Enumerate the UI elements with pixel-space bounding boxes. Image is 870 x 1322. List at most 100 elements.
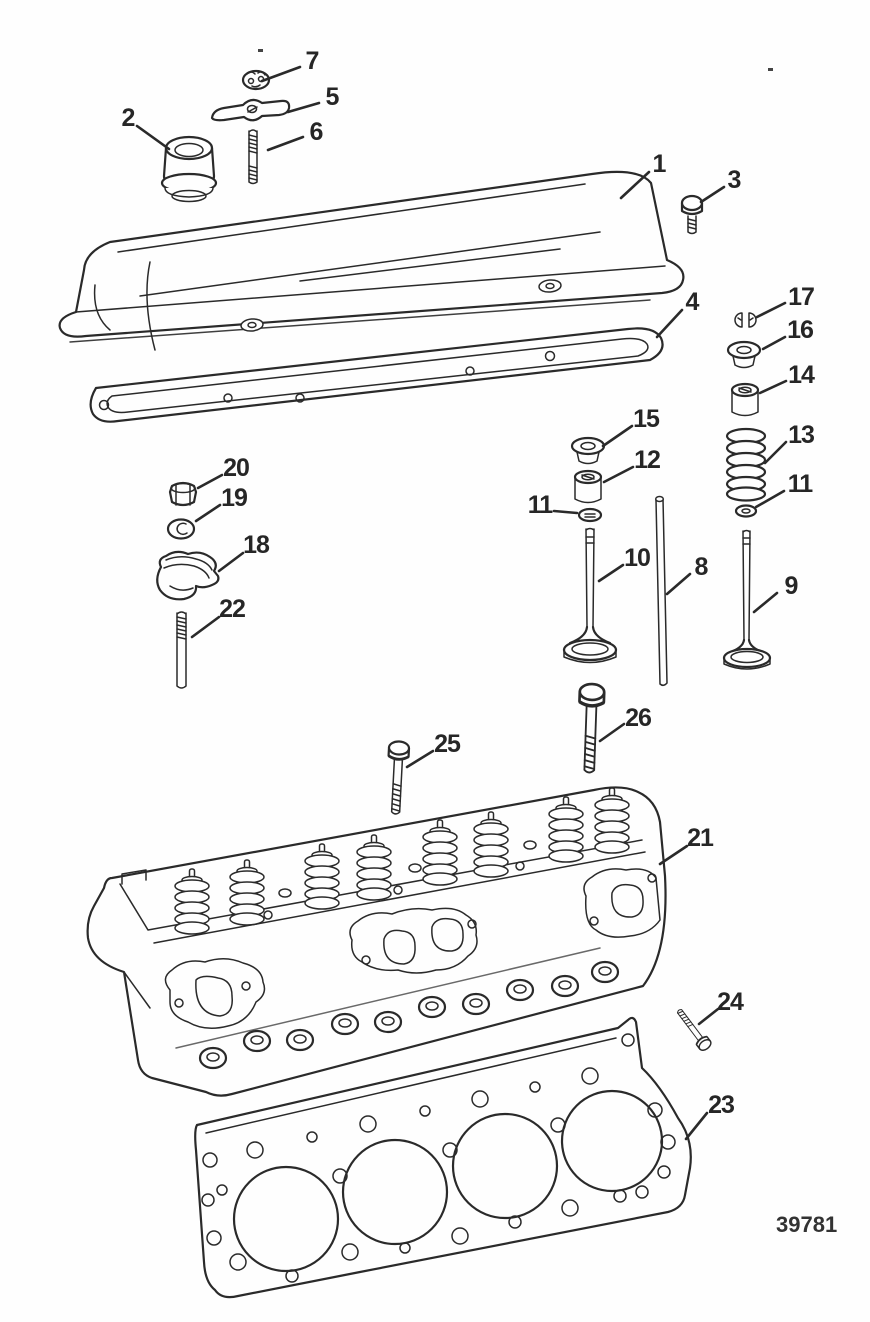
part-1-valve-cover (58, 170, 685, 351)
callout-16-leader (761, 335, 787, 351)
part-15-spring-retainer (570, 436, 606, 465)
callout-1-leader (619, 170, 651, 200)
callout-12: 12 (602, 446, 661, 484)
callout-17: 17 (755, 283, 815, 319)
callout-11-leader (754, 489, 786, 509)
callout-20-label: 20 (223, 454, 249, 482)
callout-21-leader (658, 844, 689, 866)
callout-6-label: 6 (310, 118, 323, 146)
callout-6: 6 (266, 118, 324, 152)
callout-10-label: 10 (624, 544, 650, 572)
callout-3: 3 (699, 166, 742, 204)
print-mark (258, 49, 263, 52)
part-8-push-rod (654, 495, 668, 687)
callout-23-label: 23 (708, 1091, 734, 1119)
callout-4-leader (655, 308, 684, 339)
callout-10: 10 (597, 544, 651, 583)
callout-23-leader (684, 1111, 709, 1141)
callout-6-leader (266, 135, 305, 152)
callout-22-leader (190, 615, 221, 639)
callout-18: 18 (217, 531, 271, 573)
callout-24-leader (697, 1007, 720, 1026)
callout-8: 8 (665, 553, 710, 596)
callout-2-leader (135, 124, 171, 151)
callout-20: 20 (196, 454, 250, 490)
callout-10-leader (597, 563, 625, 583)
callout-17-leader (755, 301, 787, 319)
callout-15-leader (601, 424, 634, 448)
callout-12-label: 12 (634, 446, 660, 474)
callout-16-label: 16 (787, 316, 813, 344)
callout-15: 15 (601, 405, 661, 448)
part-19-pivot-ball (166, 518, 196, 540)
callout-8-leader (665, 572, 692, 596)
part-14-spring-shield (730, 382, 760, 417)
callout-1-label: 1 (653, 150, 667, 178)
callout-14: 14 (758, 361, 816, 395)
callout-1: 1 (619, 150, 668, 200)
part-24-gasket-bolt (672, 1005, 714, 1054)
part-22-rocker-stud (176, 611, 187, 689)
part-10-intake-valve (562, 527, 618, 664)
callout-9-label: 9 (785, 572, 798, 600)
callout-9-leader (752, 591, 779, 614)
callout-4-label: 4 (686, 288, 700, 316)
callout-3-leader (699, 185, 726, 204)
figure-number: 39781 (776, 1212, 837, 1237)
part-7-wing-nut (241, 69, 271, 91)
callout-8-label: 8 (695, 553, 709, 581)
callout-13-leader (763, 440, 788, 465)
part-17-valve-keepers (734, 312, 757, 328)
callout-11-label: 11 (788, 470, 814, 498)
callout-19-label: 19 (221, 484, 247, 512)
callout-9: 9 (752, 572, 799, 614)
part-20-rocker-nut (168, 481, 198, 507)
callout-26-label: 26 (625, 704, 651, 732)
callout-19-leader (194, 503, 222, 523)
part-9-exhaust-valve (722, 529, 772, 670)
callout-26-leader (598, 722, 626, 743)
callout-7-label: 7 (306, 47, 319, 75)
part-3-cover-screw (680, 194, 704, 235)
part-25-head-bolt-short (384, 739, 411, 816)
callout-21-label: 21 (687, 824, 714, 852)
callout-18-leader (217, 551, 245, 573)
callout-23: 23 (684, 1091, 735, 1141)
callout-11: 11 (528, 491, 579, 519)
callout-25-leader (405, 749, 435, 769)
callout-4: 4 (655, 288, 701, 339)
callout-18-label: 18 (243, 531, 270, 559)
callout-24-label: 24 (717, 988, 744, 1016)
part-6-stud (248, 129, 258, 185)
callout-26: 26 (598, 704, 652, 743)
part-5-clamp (210, 98, 291, 122)
callout-20-leader (196, 473, 224, 490)
part-21-cylinder-head (86, 786, 667, 1097)
callout-17-label: 17 (788, 283, 814, 311)
part-23-head-gasket (194, 1016, 692, 1299)
callout-19: 19 (194, 484, 248, 523)
callout-3-label: 3 (728, 166, 741, 194)
callout-21: 21 (658, 824, 715, 866)
callout-5-leader (286, 101, 321, 114)
callout-11-leader (552, 509, 579, 515)
callout-12-leader (602, 465, 635, 484)
callout-13: 13 (763, 421, 815, 465)
part-18-rocker-arm (156, 550, 220, 601)
part-4-cover-gasket (89, 327, 664, 423)
callout-13-label: 13 (788, 421, 814, 449)
callout-14-leader (758, 379, 788, 395)
part-11-valve-seal-right (734, 504, 758, 518)
print-marks (258, 49, 773, 71)
callout-16: 16 (761, 316, 814, 351)
callout-11-label: 11 (528, 491, 554, 519)
callout-2-label: 2 (122, 104, 135, 132)
callout-22: 22 (190, 595, 246, 639)
part-26-head-bolt-long (575, 682, 606, 775)
part-11-valve-seal-middle (577, 507, 603, 523)
callout-24: 24 (697, 988, 745, 1026)
callout-22-label: 22 (219, 595, 245, 623)
callout-14-label: 14 (788, 361, 815, 389)
part-13-valve-spring (725, 427, 767, 502)
